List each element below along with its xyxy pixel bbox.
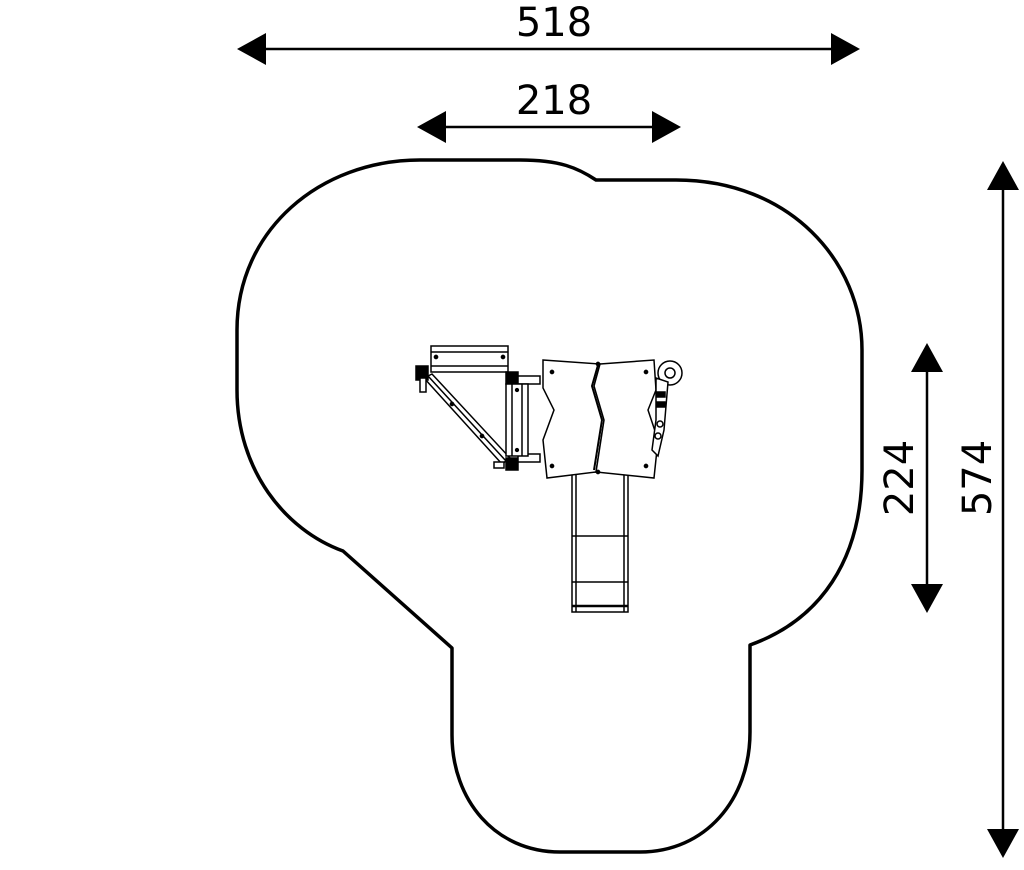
dimension-equipment-width: 218: [417, 78, 681, 143]
arrowhead-left-icon: [237, 33, 266, 65]
post-bracket: [505, 457, 519, 471]
arrowhead-up-icon: [911, 343, 943, 372]
equipment-depth-label: 224: [877, 440, 923, 516]
arrowhead-up-icon: [987, 161, 1019, 190]
dimension-overall-depth: 574: [955, 161, 1019, 858]
ladder-top-bar: [430, 345, 509, 373]
slide-chute: [571, 471, 629, 613]
post-bracket: [505, 371, 519, 385]
play-panel: [651, 360, 683, 458]
post-bracket: [517, 453, 541, 463]
arrowhead-right-icon: [831, 33, 860, 65]
post-bracket: [517, 375, 541, 385]
arrowhead-down-icon: [987, 829, 1019, 858]
play-equipment: [415, 345, 683, 613]
platform-roof: [542, 359, 659, 479]
arrowhead-right-icon: [652, 111, 681, 143]
arrowhead-left-icon: [417, 111, 446, 143]
arrowhead-down-icon: [911, 584, 943, 613]
post-bracket: [419, 377, 427, 393]
overall-width-label: 518: [516, 0, 592, 46]
post-bracket: [493, 461, 505, 469]
overall-depth-label: 574: [955, 440, 1001, 516]
safety-zone-outline: [235, 158, 864, 854]
equipment-width-label: 218: [516, 78, 592, 124]
dimension-equipment-depth: 224: [877, 343, 943, 613]
diagonal-brace: [422, 373, 512, 466]
dimension-overall-width: 518: [237, 0, 860, 65]
step-panel: [505, 383, 529, 457]
